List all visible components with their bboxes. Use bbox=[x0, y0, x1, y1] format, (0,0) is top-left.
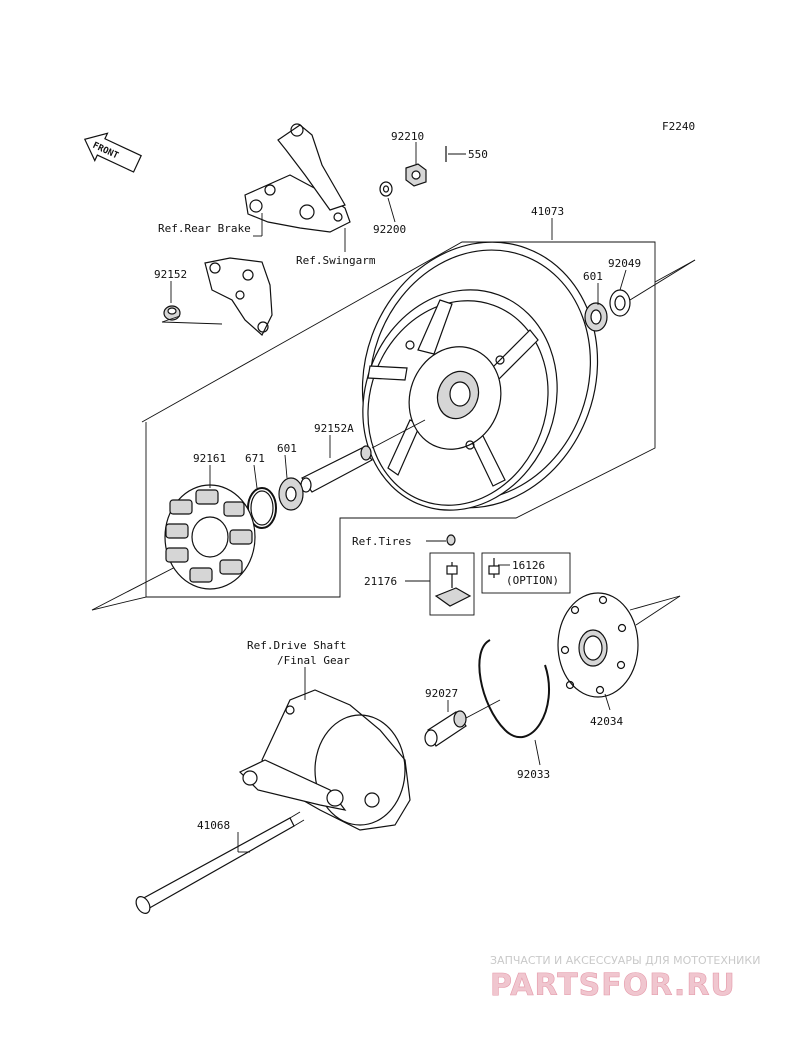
label-601-left: 601 bbox=[277, 442, 297, 455]
label-ref-swingarm: Ref.Swingarm bbox=[296, 254, 376, 267]
watermark-tagline: ЗАПЧАСТИ И АКСЕССУАРЫ ДЛЯ МОТОТЕХНИКИ bbox=[490, 954, 760, 967]
valve-cap bbox=[446, 534, 456, 546]
label-final-gear: /Final Gear bbox=[277, 654, 350, 667]
front-arrow-icon: FRONT bbox=[83, 132, 142, 173]
label-92027: 92027 bbox=[425, 687, 458, 700]
option-16126 bbox=[481, 552, 571, 594]
nut-washer-group bbox=[379, 146, 466, 197]
label-550: 550 bbox=[468, 148, 488, 161]
sleeve-92152a bbox=[300, 419, 426, 493]
label-16126: 16126 bbox=[512, 559, 545, 572]
label-21176: 21176 bbox=[364, 575, 397, 588]
brake-torque-bracket bbox=[204, 257, 273, 336]
collar-92027 bbox=[424, 699, 501, 747]
caliper-bracket bbox=[244, 123, 351, 233]
rear-wheel bbox=[361, 241, 599, 511]
diagram-code: F2240 bbox=[662, 120, 695, 133]
label-option: (OPTION) bbox=[506, 574, 559, 587]
label-92210: 92210 bbox=[391, 130, 424, 143]
circlip-92033 bbox=[478, 639, 550, 738]
upper-assembly-frame bbox=[91, 241, 696, 611]
label-ref-tires: Ref.Tires bbox=[352, 535, 412, 548]
watermark-logo: PARTSFOR.RU bbox=[490, 968, 736, 1003]
damper-92161 bbox=[164, 484, 256, 590]
final-gear-case bbox=[238, 689, 411, 831]
label-ref-rear-brake: Ref.Rear Brake bbox=[158, 222, 251, 235]
label-92152a: 92152A bbox=[314, 422, 354, 435]
label-601-right: 601 bbox=[583, 270, 603, 283]
bearing-seal-right bbox=[584, 289, 631, 332]
bearing-601-left bbox=[278, 477, 304, 511]
label-41068: 41068 bbox=[197, 819, 230, 832]
collar-92152 bbox=[161, 305, 223, 325]
sensor-21176 bbox=[429, 552, 475, 616]
label-92200: 92200 bbox=[373, 223, 406, 236]
flange-42034 bbox=[557, 592, 681, 698]
label-41073: 41073 bbox=[531, 205, 564, 218]
leader-lines bbox=[170, 142, 627, 853]
axle-41068 bbox=[135, 811, 305, 914]
label-671: 671 bbox=[245, 452, 265, 465]
label-92152: 92152 bbox=[154, 268, 187, 281]
label-92049: 92049 bbox=[608, 257, 641, 270]
label-42034: 42034 bbox=[590, 715, 623, 728]
label-ref-drive-shaft: Ref.Drive Shaft bbox=[247, 639, 346, 652]
label-92033: 92033 bbox=[517, 768, 550, 781]
label-92161: 92161 bbox=[193, 452, 226, 465]
